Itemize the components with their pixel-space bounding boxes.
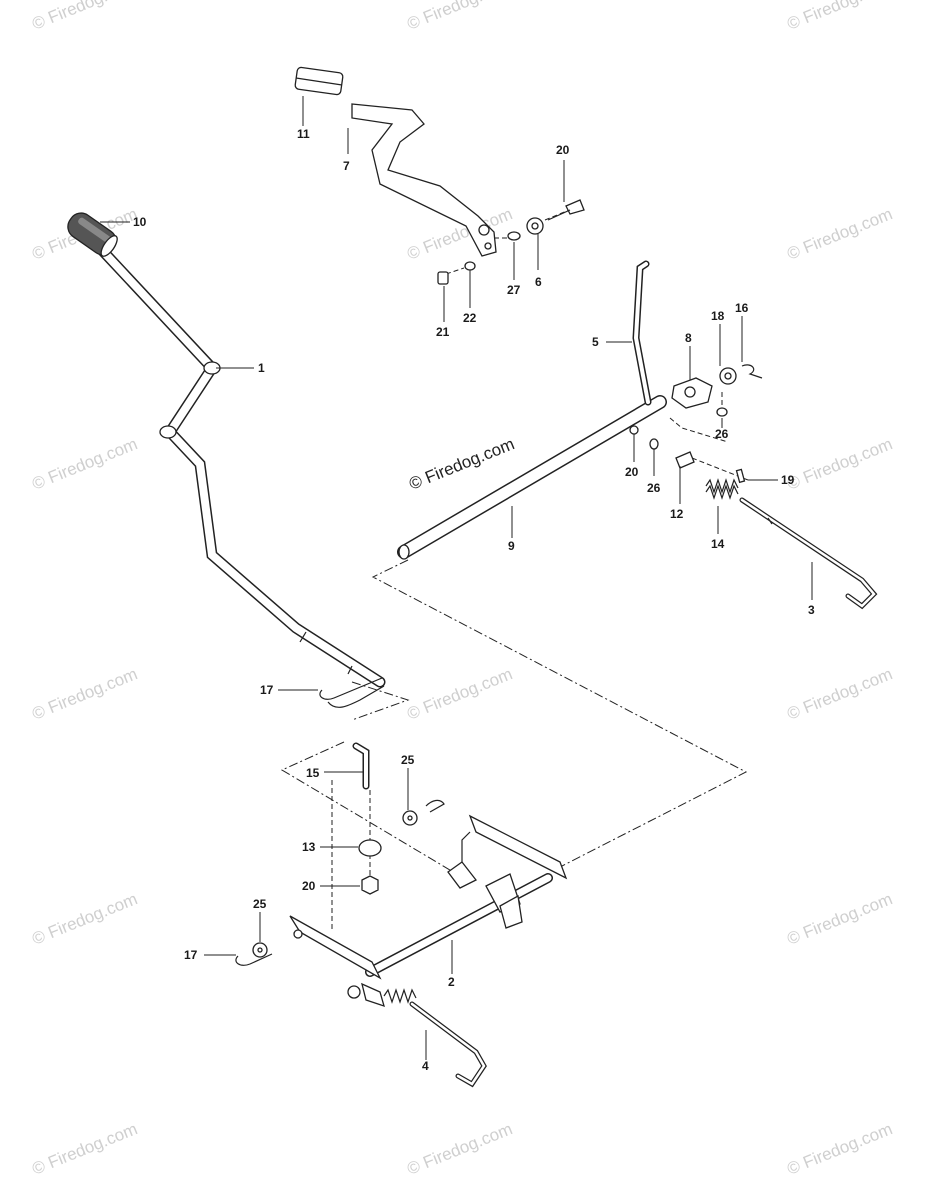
hairpin-clip-part-17 <box>319 677 385 708</box>
part-label: 15 <box>306 766 320 780</box>
watermark: © Firedog.com <box>29 0 140 34</box>
watermark: © Firedog.com <box>29 434 140 493</box>
handle-grip-part-10 <box>67 212 118 257</box>
hairpin-clip-part-17-lower <box>235 953 273 966</box>
part-label: 8 <box>685 331 692 345</box>
part-label: 22 <box>463 311 477 325</box>
part-labels: 11 7 10 1 20 6 27 22 21 5 8 18 16 26 20 … <box>133 127 815 1073</box>
part-label: 3 <box>808 603 815 617</box>
part-label: 12 <box>670 507 684 521</box>
part-label: 17 <box>184 948 198 962</box>
part-label: 20 <box>556 143 570 157</box>
part-label: 16 <box>735 301 749 315</box>
bracket-part-8 <box>671 377 713 409</box>
part-label: 7 <box>343 159 350 173</box>
lever-rod-part-1 <box>94 242 386 688</box>
part-label: 11 <box>297 127 310 141</box>
washer-part-25-upper <box>402 799 445 826</box>
part-label: 4 <box>422 1059 429 1073</box>
spring-part-14 <box>705 478 739 500</box>
part-label: 25 <box>253 897 267 911</box>
part-label: 18 <box>711 309 725 323</box>
leader-lines <box>100 96 813 1060</box>
watermark: © Firedog.com <box>29 1119 140 1178</box>
part-label: 20 <box>302 879 316 893</box>
cross-tube-part-9 <box>397 395 667 560</box>
watermark: © Firedog.com <box>784 434 895 493</box>
watermark-center: © Firedog.com <box>406 434 517 493</box>
part-label: 25 <box>401 753 415 767</box>
bushing-part-13 <box>358 839 382 857</box>
hardware-cluster-right <box>629 364 763 484</box>
hardware-cluster-top <box>437 199 585 285</box>
part-label: 13 <box>302 840 316 854</box>
assembly-lines <box>280 207 749 930</box>
watermark: © Firedog.com <box>404 664 515 723</box>
watermark: © Firedog.com <box>404 1119 515 1178</box>
watermark: © Firedog.com <box>784 204 895 263</box>
part-label: 20 <box>625 465 639 479</box>
pedal-arm-part-7 <box>351 103 497 257</box>
watermark: © Firedog.com <box>404 0 515 34</box>
part-label: 14 <box>711 537 725 551</box>
part-label: 2 <box>448 975 455 989</box>
pedal-pad-part-11 <box>294 66 344 96</box>
shaft-assembly-part-2 <box>289 814 568 1008</box>
part-label: 26 <box>715 427 729 441</box>
vertical-rod-part-5 <box>632 260 652 406</box>
watermark-layer: © Firedog.com © Firedog.com © Firedog.co… <box>29 0 895 1179</box>
watermark: © Firedog.com <box>784 889 895 948</box>
part-label: 21 <box>436 325 450 339</box>
watermark: © Firedog.com <box>784 1119 895 1178</box>
part-label: 26 <box>647 481 661 495</box>
part-label: 19 <box>781 473 795 487</box>
control-rod-part-3 <box>739 497 878 610</box>
watermark: © Firedog.com <box>29 664 140 723</box>
part-label: 5 <box>592 335 599 349</box>
nut-part-21 <box>361 875 379 895</box>
watermark: © Firedog.com <box>784 0 895 34</box>
part-label: 6 <box>535 275 542 289</box>
watermark: © Firedog.com <box>29 889 140 948</box>
part-label: 10 <box>133 215 147 229</box>
pin-part-15 <box>352 742 370 790</box>
part-label: 17 <box>260 683 274 697</box>
part-label: 1 <box>258 361 265 375</box>
washer-part-25-lower <box>252 942 268 958</box>
part-label: 27 <box>507 283 521 297</box>
watermark: © Firedog.com <box>784 664 895 723</box>
part-label: 9 <box>508 539 515 553</box>
control-rod-part-4 <box>383 988 487 1088</box>
